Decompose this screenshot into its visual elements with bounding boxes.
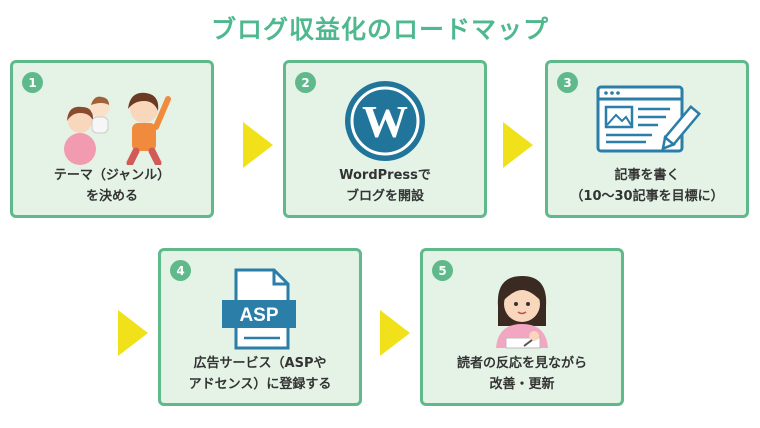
arrow-right-icon xyxy=(118,310,148,356)
step-caption: 読者の反応を見ながら 改善・更新 xyxy=(456,356,587,392)
step-card-3: 3 記事を書く （10〜30記事を目標に） xyxy=(545,60,749,218)
article-writing-icon xyxy=(587,77,707,165)
asp-label: ASP xyxy=(239,305,278,326)
step-caption: 記事を書く （10〜30記事を目標に） xyxy=(570,168,724,204)
step-number-badge: 1 xyxy=(22,72,43,93)
step-number-badge: 4 xyxy=(170,260,191,281)
page-title: ブログ収益化のロードマップ xyxy=(210,15,549,44)
woman-studying-illustration xyxy=(462,265,582,353)
step-caption: 広告サービス（ASPや アドセンス）に登録する xyxy=(188,356,332,392)
arrow-right-icon xyxy=(243,122,273,168)
step-number-badge: 5 xyxy=(432,260,453,281)
step-caption: テーマ（ジャンル） を決める xyxy=(53,168,171,204)
wordpress-logo-icon: W xyxy=(325,77,445,165)
svg-text:W: W xyxy=(362,96,408,147)
step-number-badge: 3 xyxy=(557,72,578,93)
arrow-right-icon xyxy=(503,122,533,168)
step-card-5: 5 読者の反応を見ながら 改善・更新 xyxy=(420,248,624,406)
step-number-badge: 2 xyxy=(295,72,316,93)
step-card-4: 4 ASP 広告サービス（ASPや アドセンス）に登録する xyxy=(158,248,362,406)
arrow-right-icon xyxy=(380,310,410,356)
step-caption: WordPressで ブログを開設 xyxy=(339,168,431,204)
step-card-2: 2 W WordPressで ブログを開設 xyxy=(283,60,487,218)
asp-document-icon: ASP xyxy=(200,265,320,353)
step-card-1: 1 テーマ（ジャンル） を決める xyxy=(10,60,214,218)
family-illustration xyxy=(52,77,172,165)
